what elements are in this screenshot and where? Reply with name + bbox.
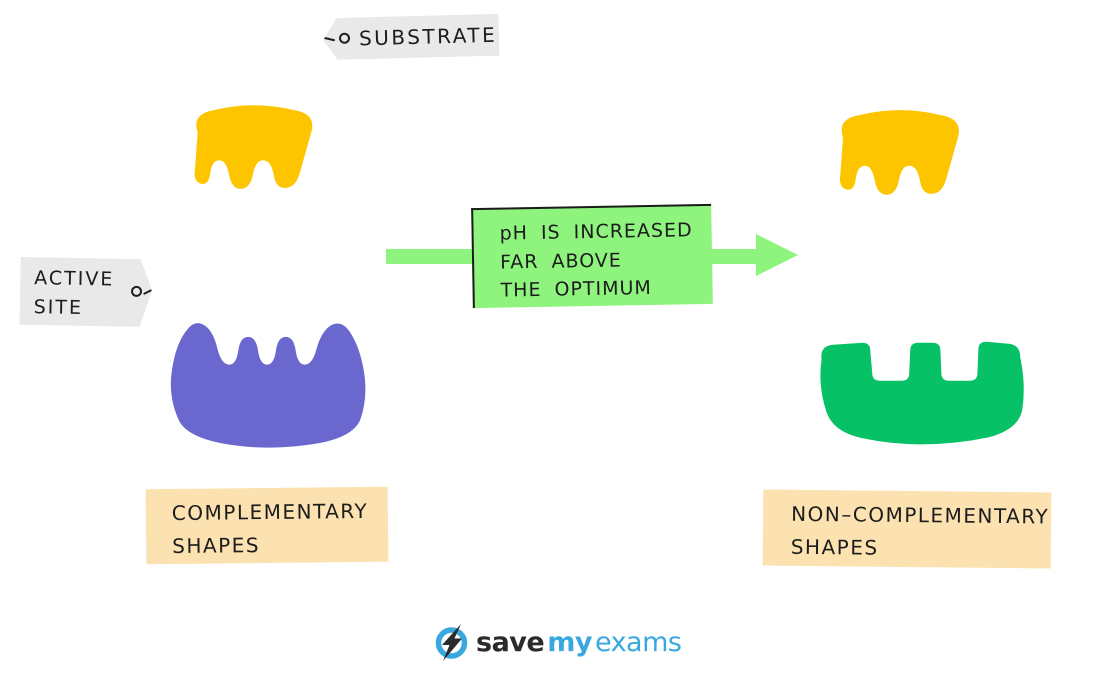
logo-my-text: my (547, 626, 592, 658)
caption-noncomplementary: NON–COMPLEMENTARY SHAPES (762, 489, 1052, 569)
caption-complementary: COMPLEMENTARY SHAPES (145, 486, 389, 565)
substrate-tag: SUBSTRATE (322, 14, 499, 61)
logo-exams-text: exams (594, 626, 682, 658)
process-line-1: pH IS INCREASED (499, 219, 693, 245)
caption-complementary-line1: COMPLEMENTARY (171, 498, 369, 525)
process-line-2: FAR ABOVE (499, 248, 623, 274)
enzyme-noncomplementary-shape (820, 341, 1024, 445)
active-site-tag: ACTIVE SITE (19, 257, 152, 327)
brand-logo: save my exams (433, 622, 682, 662)
substrate-shape-left (194, 105, 313, 189)
lightning-bolt-icon (435, 623, 468, 661)
enzyme-complementary-shape (170, 323, 366, 448)
process-box: pH IS INCREASED FAR ABOVE THE OPTIMUM (471, 203, 713, 309)
process-line-3: THE OPTIMUM (500, 276, 653, 302)
logo-wordmark: save my exams (476, 626, 682, 658)
substrate-shape-right (839, 110, 959, 195)
caption-noncomplementary-line1: NON–COMPLEMENTARY (791, 501, 1050, 529)
caption-complementary-line2: SHAPES (172, 533, 261, 558)
logo-save-text: save (476, 626, 545, 658)
caption-noncomplementary-line2: SHAPES (790, 534, 879, 560)
active-site-label-line2: SITE (33, 296, 84, 319)
